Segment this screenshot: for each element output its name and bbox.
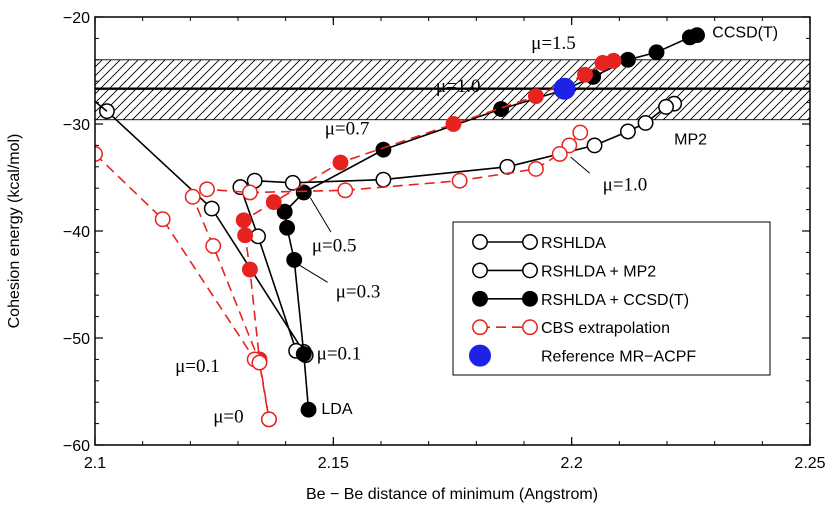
data-point [375,141,392,158]
data-point [265,194,282,211]
series-layer [95,27,705,428]
data-point [295,184,312,201]
data-point [184,188,201,205]
legend-entry: RSHLDA + MP2 [472,262,656,280]
legend-label: RSHLDA + CCSD(T) [541,292,689,309]
legend-label: RSHLDA [541,235,606,252]
data-point [445,116,462,132]
reference-band [94,59,811,121]
series-0 [98,103,312,360]
data-point [337,182,354,199]
data-point [619,123,636,140]
data-point [586,137,603,154]
leader-line [310,197,332,233]
legend-marker [522,319,538,336]
annotation-label: μ=1.5 [531,33,576,54]
legend-label: Reference MR−ACPF [541,349,696,366]
data-point [241,184,258,201]
annotation-label: MP2 [674,131,707,148]
leader-line [570,156,591,174]
data-point [203,200,220,217]
data-point [619,51,636,68]
data-point [261,411,277,428]
data-point [295,346,312,362]
data-point [551,146,568,162]
y-tick-label: −30 [63,117,90,134]
leader-line [293,261,328,283]
series-line [106,110,305,353]
annotation-label: μ=1.0 [603,174,648,195]
data-point [648,44,665,61]
y-tick-label: −40 [63,224,90,241]
data-point [577,66,593,83]
data-point [286,251,303,268]
legend-marker [469,344,491,367]
annotation-label: μ=0.1 [175,356,220,377]
annotation-label: μ=0.7 [325,119,370,140]
y-tick-label: −20 [63,10,90,27]
y-tick-label: −60 [63,438,90,455]
data-point [493,101,510,117]
data-point [375,171,392,188]
series-line [242,60,614,420]
annotation-label: μ=0 [213,407,243,428]
leader-lines [293,156,591,283]
data-point [594,55,611,71]
annotation-label: μ=0.5 [312,235,357,256]
x-tick-label: 2.2 [561,455,583,472]
data-point [332,154,349,171]
legend-marker [522,290,538,307]
data-point [279,219,296,236]
legend-entry: RSHLDA [472,234,606,252]
legend-entry: RSHLDA + CCSD(T) [472,290,689,309]
data-point [527,160,544,177]
annotation-label: LDA [321,401,352,418]
y-axis-label: Cohesion energy (kcal/mol) [6,134,23,329]
annotation-label: μ=0.1 [317,343,362,364]
legend-marker [472,290,488,307]
series-3 [184,124,589,370]
axis-ticks: 2.1 2.15 2.2 2.25 −20 −30 −40 −50 −60 [63,10,826,472]
legend-marker [522,262,538,279]
legend-marker [522,234,538,250]
data-point [658,98,674,115]
data-point [284,174,301,191]
data-point [237,227,254,244]
data-point [154,211,171,228]
data-point [681,29,698,46]
series-6 [95,100,108,112]
data-point [527,88,544,105]
legend-marker [472,262,488,279]
x-tick-label: 2.25 [794,455,825,472]
annotation-label: μ=1.0 [436,76,481,97]
y-tick-label: −50 [63,331,90,348]
data-point [451,172,468,189]
reference-point [553,77,576,100]
series-5 [95,146,277,428]
legend-entry: CBS extrapolation [472,319,670,337]
data-point [199,181,215,198]
data-point [235,212,252,229]
annotation-label: μ=0.3 [336,281,381,302]
legend-marker [472,234,488,250]
legend-label: CBS extrapolation [541,320,670,337]
data-point [637,114,654,131]
series-line [95,100,108,112]
data-point [205,238,222,254]
x-axis-label: Be − Be distance of minimum (Angstrom) [306,486,598,503]
data-point [300,401,317,418]
annotation-label: CCSD(T) [712,24,778,41]
data-point [241,261,258,278]
legend-label: RSHLDA + MP2 [541,263,656,280]
data-point [251,354,268,371]
data-point [276,203,293,220]
legend-marker [472,319,488,336]
x-tick-label: 2.15 [318,455,349,472]
legend-entry: Reference MR−ACPF [469,344,696,367]
annotations: μ=1.5 μ=1.0 μ=0.7 μ=1.0 μ=0.5 μ=0.3 μ=0.1 μ=0.1… [175,24,778,427]
data-point [572,124,589,141]
x-tick-label: 2.1 [84,455,106,472]
